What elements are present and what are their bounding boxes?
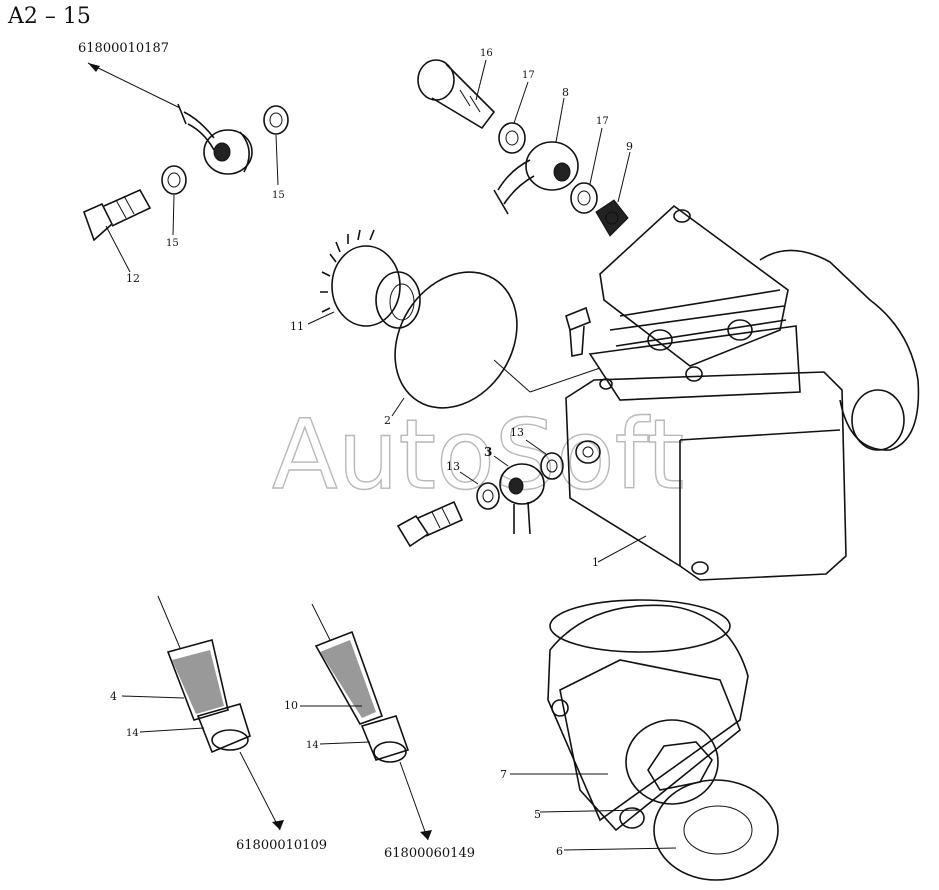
- hollow-bolt-12: [82, 188, 152, 273]
- callout-5: 5: [534, 808, 541, 821]
- washer-body-port: [575, 440, 601, 464]
- washer-17-right: [570, 127, 603, 214]
- callout-16: 16: [480, 48, 493, 59]
- banjo-fitting-8: [493, 97, 579, 215]
- o-ring-2: [391, 271, 601, 417]
- callout-14-right: 14: [306, 740, 319, 751]
- washer-13-right: [525, 439, 564, 480]
- washer-13-left: [459, 471, 500, 510]
- callout-6: 6: [556, 845, 563, 858]
- callout-17-right: 17: [596, 116, 609, 127]
- callout-13-left: 13: [446, 460, 460, 473]
- watermark: AutoSoft: [272, 399, 684, 511]
- washer-17-left: [498, 81, 529, 154]
- compressor-body-1: [565, 204, 920, 581]
- callout-8: 8: [562, 86, 569, 99]
- callout-12: 12: [126, 272, 140, 285]
- banjo-fitting-3: [493, 455, 545, 535]
- callout-15-lower: 15: [166, 238, 179, 249]
- callout-14-left: 14: [126, 728, 139, 739]
- callout-9: 9: [626, 140, 633, 153]
- callout-17-left: 17: [522, 70, 535, 81]
- callout-7: 7: [500, 768, 507, 781]
- gear-11: [307, 229, 421, 329]
- washer-15-lower: [161, 165, 187, 236]
- nut-9: [595, 151, 631, 237]
- callout-10: 10: [284, 699, 298, 712]
- part-number-bottom-middle: 61800060149: [384, 846, 475, 861]
- callout-13-right: 13: [510, 426, 524, 439]
- flange-assembly: [510, 599, 779, 881]
- washer-15-upper: [263, 105, 289, 186]
- bolt-near-body: [565, 306, 591, 357]
- callout-2: 2: [384, 414, 391, 427]
- callout-15-upper: 15: [272, 190, 285, 201]
- callout-3: 3: [484, 445, 492, 459]
- page-title: A2 – 15: [8, 4, 91, 29]
- filter-10: [300, 603, 432, 841]
- callout-4: 4: [110, 690, 117, 703]
- part-number-top-left: 61800010187: [78, 41, 169, 56]
- part-number-labels: 61800010187 61800010109 61800060149: [78, 41, 475, 861]
- callout-1: 1: [592, 556, 599, 569]
- part-number-bottom-left: 61800010109: [236, 838, 327, 853]
- hollow-bolt-16: [417, 59, 496, 130]
- hollow-bolt-lower: [396, 500, 464, 548]
- banjo-fitting-top-left: [87, 62, 253, 175]
- callout-11: 11: [290, 320, 304, 333]
- callout-labels: 1 2 3 4 5 6 7 8 9 10 11 12 13 13 14 14 1…: [110, 48, 633, 858]
- filter-4: [121, 595, 284, 831]
